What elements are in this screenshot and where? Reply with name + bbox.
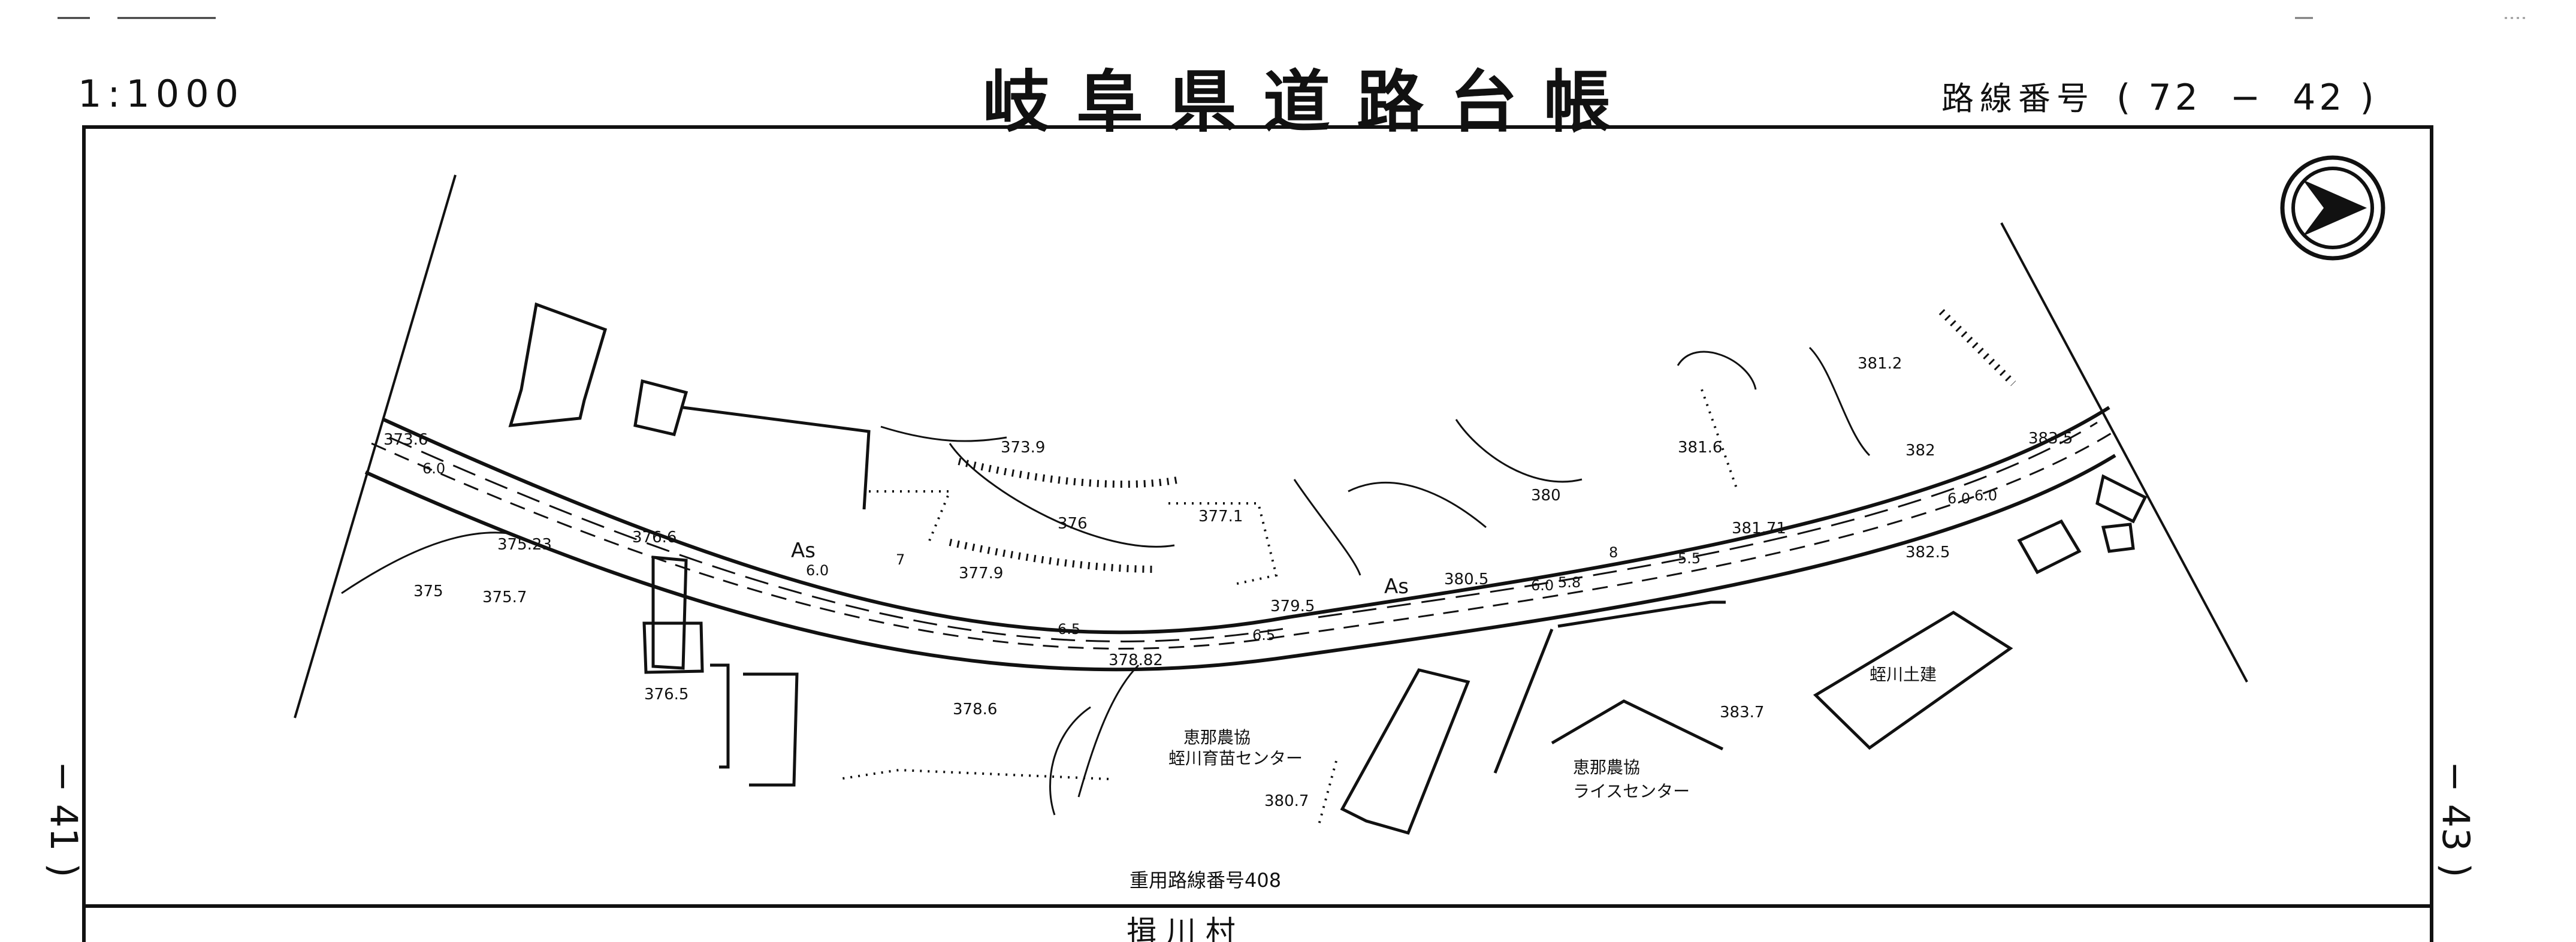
road-width-label: 6.0 — [1974, 487, 1997, 504]
elevation-label: 375.7 — [482, 588, 527, 606]
elevation-label: 377.9 — [959, 564, 1003, 582]
route-close-paren: ) — [2360, 77, 2378, 119]
elevation-label: 383.5 — [2028, 430, 2073, 448]
facility-name: 恵那農協 — [1183, 727, 1251, 747]
map-scale: 1:1000 — [78, 72, 245, 116]
route-number-label: 路線番号 — [1941, 80, 2095, 117]
elevation-label: 375.23 — [497, 536, 552, 554]
road-width-label: 6.5 — [1058, 621, 1080, 638]
elevation-label: 380 — [1531, 487, 1561, 505]
contour-lines — [341, 346, 1871, 816]
elevation-label: 376.6 — [632, 529, 677, 547]
route-footer: 重用路線番号408 — [1130, 869, 1281, 892]
road-width-label: 6.0 — [806, 562, 829, 579]
elevation-label: 381.71 — [1732, 520, 1786, 538]
route-number: 路線番号 (72−42) — [1941, 72, 2378, 119]
elevation-label: 380.7 — [1264, 792, 1309, 810]
elevation-label: 376 — [1058, 515, 1088, 533]
buildings — [508, 302, 2148, 835]
facility-name: ライスセンター — [1573, 781, 1690, 801]
district-name: 揖 川 村 — [1127, 914, 1236, 942]
elevation-label: 373.9 — [1001, 439, 1045, 457]
route-open-paren: ( — [2116, 77, 2134, 119]
left-sheet-number: − 41 ) — [42, 761, 86, 878]
surface-label: As — [791, 539, 816, 563]
facility-name: 蛭川土建 — [1870, 665, 1937, 684]
elevation-label: 378.6 — [953, 701, 997, 718]
elevation-label: 375 — [413, 582, 443, 600]
road-width-label: 5.5 — [1678, 550, 1701, 567]
elevation-label: 382.5 — [1905, 544, 1950, 561]
route-dash: − — [2230, 77, 2264, 119]
elevation-label: 381.2 — [1858, 355, 1902, 373]
route-minor: 42 — [2293, 77, 2346, 119]
elevation-label: 379.5 — [1270, 597, 1315, 615]
road-width-label: 6.0 — [1947, 490, 1970, 507]
road-width-label: 7 — [896, 551, 905, 568]
elevation-label: 378.82 — [1109, 651, 1163, 669]
road-width-label: 6.0 — [1531, 577, 1554, 594]
sheet-frame — [82, 125, 2433, 942]
dotted-boundaries — [838, 389, 1739, 828]
elevation-label: 381.6 — [1678, 439, 1722, 457]
facility-name: 蛭川育苗センター — [1168, 748, 1303, 768]
elevation-label: 383.7 — [1720, 704, 1764, 721]
surface-label: As — [1384, 575, 1409, 599]
slope-hachures — [949, 309, 2016, 573]
elevation-label: 382 — [1905, 442, 1935, 460]
road-width-label: 5.8 — [1558, 574, 1581, 591]
map-annotations: As As 373.6 373.9 376 377.1 376.6 375.23… — [383, 355, 2073, 942]
facility-name: 恵那農協 — [1573, 757, 1640, 777]
elevation-label: 376.5 — [644, 686, 688, 704]
survey-boundaries — [294, 174, 2248, 718]
elevation-label: 380.5 — [1444, 570, 1488, 588]
route-major: 72 — [2148, 77, 2201, 119]
right-sheet-number: − 43 ) — [2434, 761, 2478, 878]
elevation-label: 377.1 — [1198, 508, 1243, 526]
road-width-label: 8 — [1609, 544, 1618, 561]
elevation-label: 373.6 — [383, 431, 428, 449]
road-width-label: 6.0 — [422, 460, 445, 477]
prefectural-road — [364, 406, 2116, 672]
north-arrow-icon — [2280, 155, 2385, 261]
road-width-label: 6.5 — [1252, 627, 1275, 644]
